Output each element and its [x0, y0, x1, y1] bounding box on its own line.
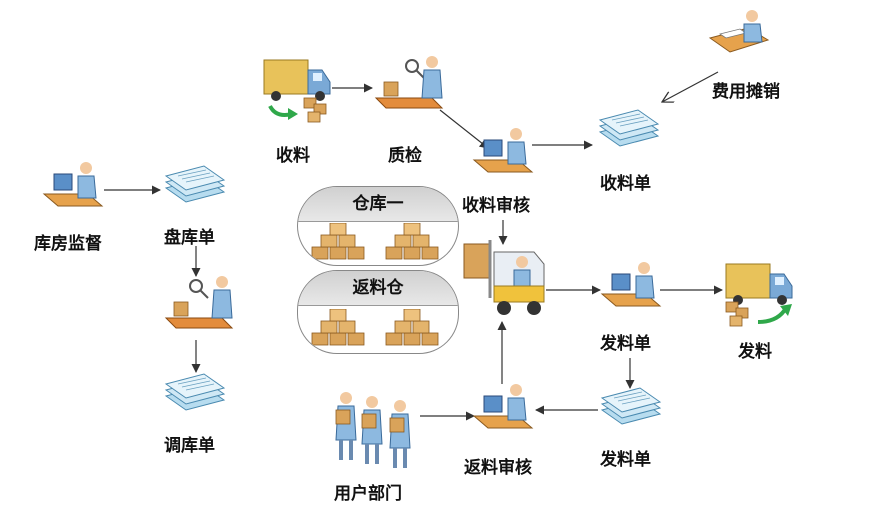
- document-stack-icon: [600, 387, 662, 425]
- computer-worker-icon: [600, 262, 662, 307]
- computer-worker-icon: [472, 128, 534, 173]
- receive-review-label: 收料审核: [462, 196, 530, 216]
- inspect-label: 质检: [388, 146, 422, 166]
- box-stack-icon: [385, 309, 439, 346]
- transfer-slip-label: 调库单: [164, 436, 215, 456]
- document-stack-icon: [164, 373, 226, 411]
- box-stack-icon: [385, 223, 439, 260]
- forklift-icon: [463, 240, 545, 315]
- warehouse-one-label: 仓库一: [352, 194, 404, 214]
- issue-slip-top-label: 发料单: [600, 334, 651, 354]
- box-stack-icon: [311, 309, 365, 346]
- desk-worker-icon: [708, 10, 770, 53]
- computer-worker-icon: [472, 384, 534, 429]
- receive-label: 收料: [276, 146, 310, 166]
- warehouse-one-container: 仓库一: [297, 186, 459, 266]
- receive-slip-label: 收料单: [600, 174, 651, 194]
- return-warehouse-container: 返料仓: [297, 270, 459, 354]
- people-group-icon: [335, 392, 411, 468]
- box-stack-icon: [311, 223, 365, 260]
- delivery-truck-icon: [263, 59, 331, 123]
- issue-label: 发料: [738, 342, 772, 362]
- user-department-label: 用户部门: [334, 484, 402, 504]
- document-stack-icon: [598, 109, 660, 147]
- inspector-conveyor-icon: [164, 276, 234, 329]
- stocktake-slip-label: 盘库单: [164, 228, 215, 248]
- inspector-conveyor-icon: [374, 56, 444, 109]
- document-stack-icon: [164, 165, 226, 203]
- return-warehouse-label: 返料仓: [352, 278, 404, 298]
- warehouse-supervision-label: 库房监督: [34, 234, 102, 254]
- arrow-inspect-to-review: [439, 109, 489, 149]
- delivery-truck-icon: [725, 263, 793, 327]
- computer-worker-icon: [42, 162, 104, 207]
- expense-amortization-label: 费用摊销: [712, 82, 780, 102]
- issue-slip-bottom-label: 发料单: [600, 450, 651, 470]
- arrow-expense-to-slip: [662, 71, 719, 102]
- return-review-label: 返料审核: [464, 458, 532, 478]
